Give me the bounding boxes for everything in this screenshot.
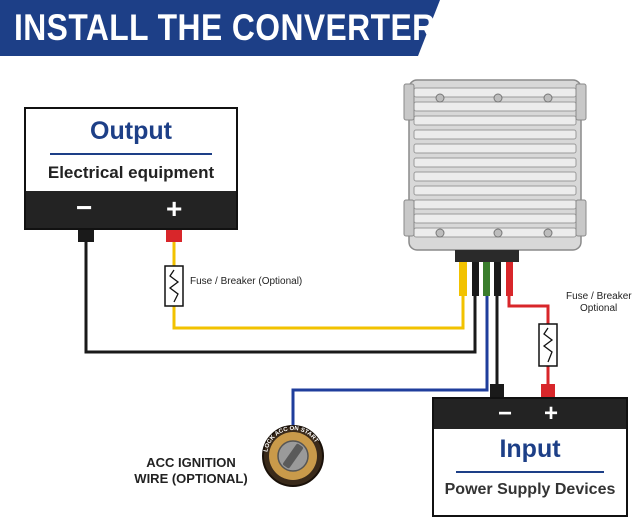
- output-terminal-bar: − +: [26, 191, 236, 228]
- title-banner: INSTALL THE CONVERTER: [0, 0, 440, 56]
- output-fuse: [164, 265, 184, 307]
- output-fuse-label: Fuse / Breaker (Optional): [190, 276, 303, 287]
- banner-shape: [0, 0, 440, 56]
- output-device-box: Output Electrical equipment − +: [24, 107, 238, 230]
- heatsink-fins: [413, 87, 577, 238]
- input-plus-sign: +: [544, 400, 559, 427]
- banner-title: INSTALL THE CONVERTER: [14, 7, 436, 48]
- input-fuse: [538, 323, 558, 367]
- acc-ignition-label: ACC IGNITION WIRE (OPTIONAL): [126, 455, 256, 487]
- output-plus-sign: +: [166, 193, 183, 224]
- output-negative-terminal: [78, 230, 94, 242]
- input-subtitle: Power Supply Devices: [444, 481, 616, 498]
- acc-label-line1: ACC IGNITION: [146, 455, 236, 470]
- output-positive-terminal: [166, 230, 182, 242]
- input-positive-terminal: [541, 384, 555, 397]
- input-divider: [456, 471, 604, 473]
- input-positive-wire: [507, 296, 550, 324]
- input-device-box: − + Input Power Supply Devices: [432, 397, 628, 517]
- converter-leads: [459, 262, 513, 296]
- output-negative-wire: [84, 240, 477, 354]
- input-terminal-bar: − +: [434, 399, 626, 429]
- input-minus-sign: −: [498, 400, 513, 427]
- output-divider: [50, 153, 212, 155]
- ignition-switch: [262, 425, 324, 487]
- input-fuse-label-line2: Optional: [580, 303, 618, 314]
- input-title: Input: [499, 435, 561, 463]
- acc-wire: [291, 296, 489, 428]
- acc-label-line2: WIRE (OPTIONAL): [134, 471, 248, 486]
- output-minus-sign: −: [76, 192, 93, 223]
- input-negative-terminal: [490, 384, 504, 397]
- dc-converter: [403, 79, 587, 262]
- output-subtitle: Electrical equipment: [47, 163, 215, 182]
- output-title: Output: [90, 117, 172, 145]
- output-positive-wire: [172, 296, 465, 330]
- input-fuse-label-line1: Fuse / Breaker: [566, 291, 632, 302]
